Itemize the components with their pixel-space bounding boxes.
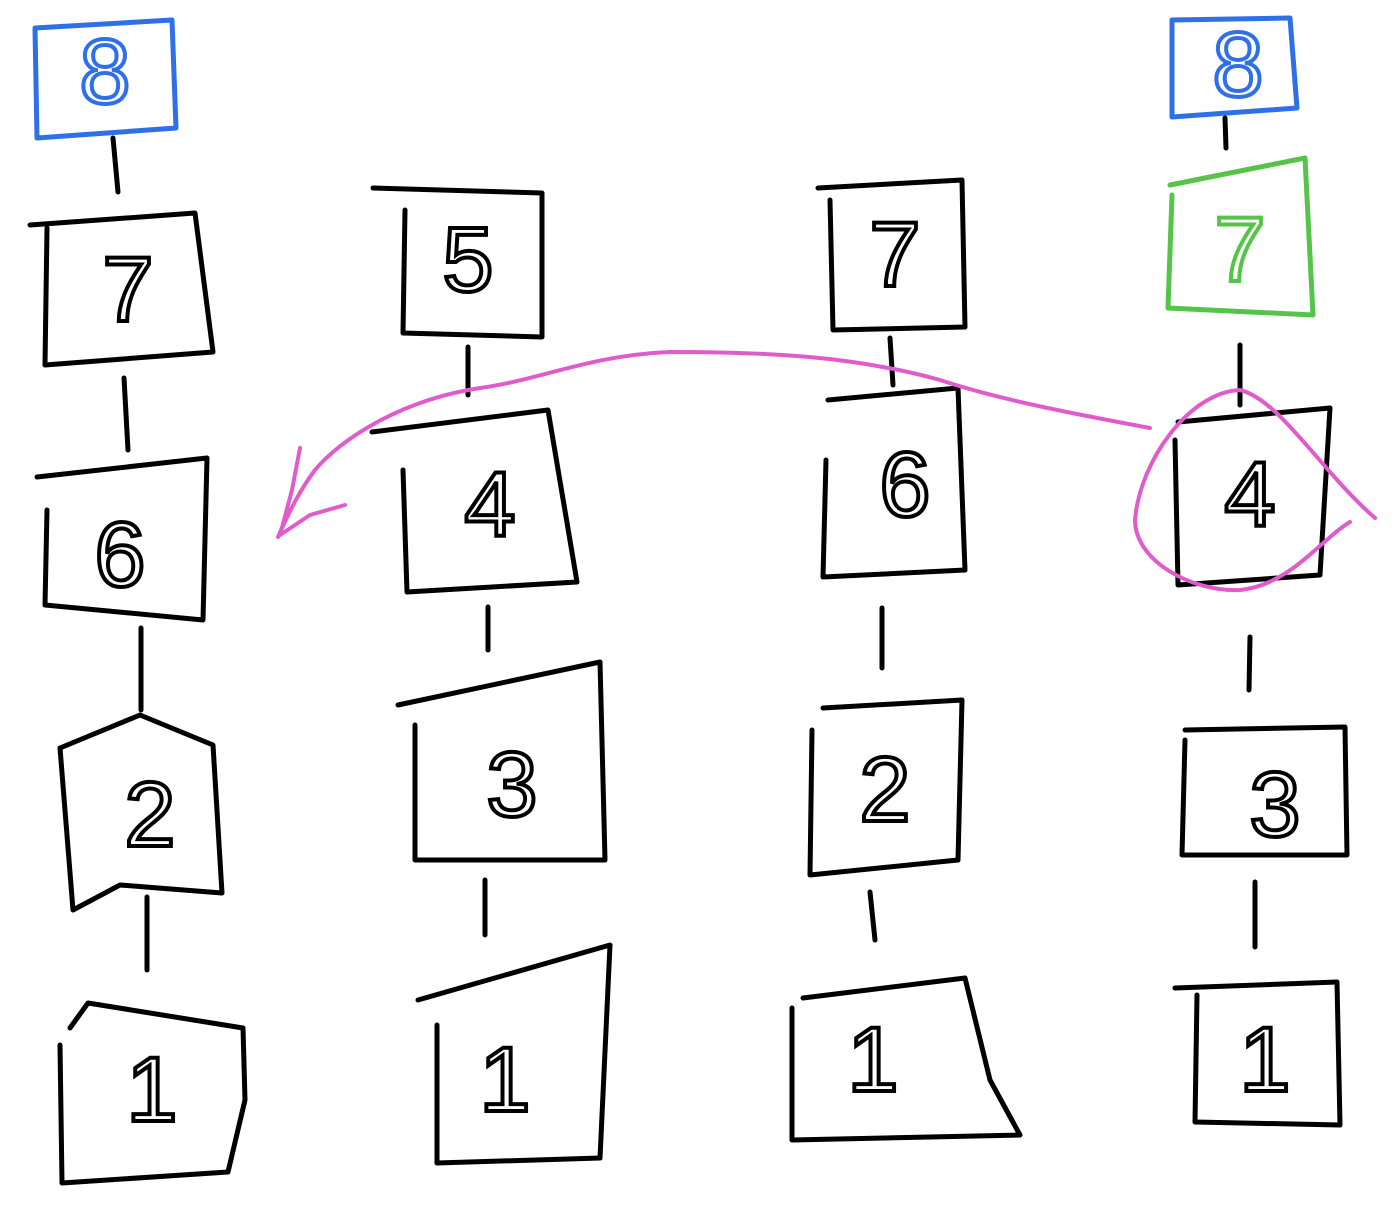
node-label: 6 [879,434,930,536]
node-box [807,697,965,878]
node-label: 1 [126,1039,177,1141]
column-2: 5 4 3 1 [369,185,613,1166]
arrowhead-icon [278,446,347,537]
node-label: 8 [79,21,130,123]
node-label: 2 [859,739,910,841]
connector [867,889,878,943]
node-box [415,942,613,1166]
node-box [789,975,1023,1143]
column-1: 8 7 6 2 1 [27,17,248,1186]
node-box [370,185,545,340]
node-label: 1 [1239,1009,1290,1111]
node-box-blue [32,17,179,141]
node-box-blue [1169,15,1300,120]
node-box [1172,405,1333,588]
node-label: 6 [94,504,145,606]
node-label: 3 [486,734,537,836]
connector [110,135,121,195]
connector [1246,634,1253,693]
connector [887,335,896,388]
node-box [27,210,216,368]
node-label: 3 [1249,754,1300,856]
node-label: 1 [847,1009,898,1111]
node-label: 7 [1214,199,1265,301]
node-label: 8 [1212,14,1263,116]
annotation-group [276,350,1377,593]
node-label: 7 [869,204,920,306]
node-label: 5 [442,209,493,311]
node-box [1172,979,1343,1128]
node-label: 4 [464,454,515,556]
node-label: 2 [124,764,175,866]
node-label: 1 [479,1029,530,1131]
node-box [57,1000,248,1186]
node-label: 7 [102,239,153,341]
node-box [34,455,210,623]
node-box [1179,724,1350,858]
node-box [57,712,225,913]
node-box [815,177,968,333]
highlight-circle [1133,388,1377,593]
node-box [395,659,608,863]
connector [121,375,131,453]
node-label: 4 [1224,444,1275,546]
node-box [820,385,968,580]
node-box [369,407,580,595]
column-3: 7 6 2 1 [789,177,1023,1143]
column-4: 8 7 4 3 1 [1165,12,1350,1128]
move-arrow [276,350,1152,539]
node-box-green [1165,155,1316,318]
connector [1222,115,1229,151]
